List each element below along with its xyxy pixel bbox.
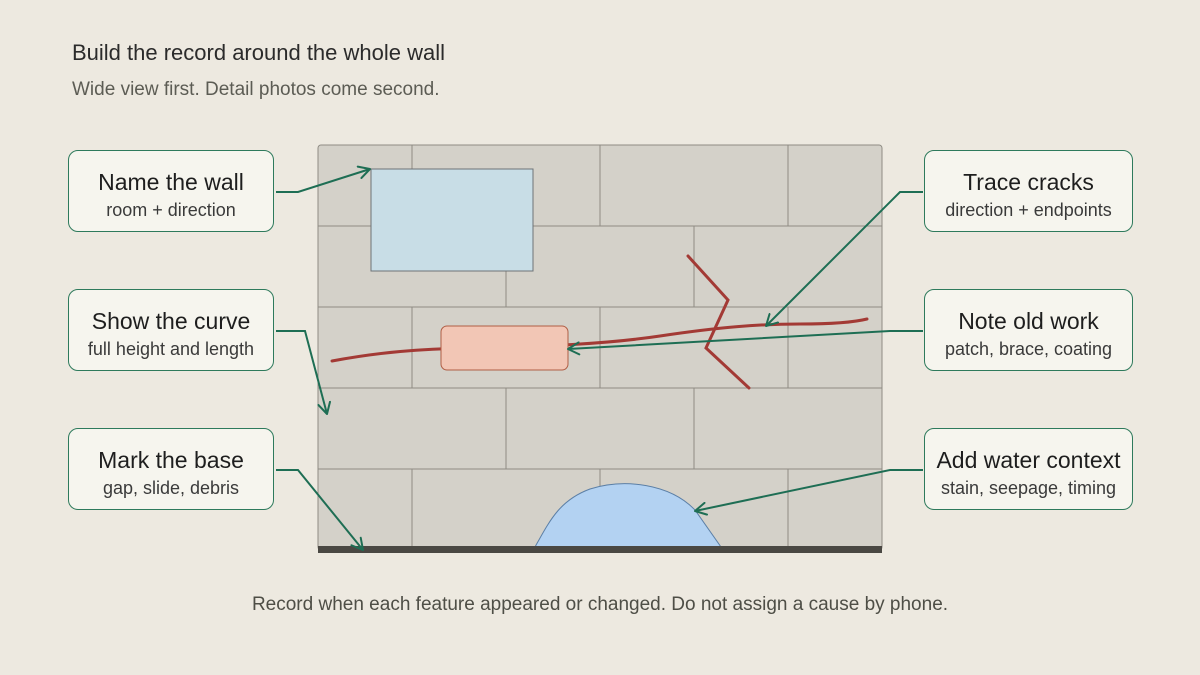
callout-subtitle: direction + endpoints — [945, 200, 1112, 220]
callout-subtitle: room + direction — [106, 200, 236, 220]
footer-note: Record when each feature appeared or cha… — [251, 594, 949, 615]
callout-title: Mark the base — [98, 447, 244, 473]
callout-mark-base: Mark the base gap, slide, debris — [68, 428, 274, 510]
page-title: Build the record around the whole wall — [72, 40, 446, 65]
arrow-show-curve — [276, 330, 331, 415]
callout-title: Trace cracks — [963, 169, 1094, 195]
callout-subtitle: gap, slide, debris — [102, 478, 240, 498]
callout-title: Show the curve — [91, 308, 251, 334]
callout-show-curve: Show the curve full height and length — [68, 289, 274, 371]
callout-trace-cracks: Trace cracks direction + endpoints — [924, 150, 1133, 232]
callout-name-wall: Name the wall room + direction — [68, 150, 274, 232]
wall-curve-line — [330, 317, 869, 363]
arrow-trace-cracks — [765, 191, 923, 327]
callout-subtitle: patch, brace, coating — [944, 339, 1113, 359]
arrow-mark-base — [276, 469, 364, 551]
wall-window — [370, 168, 534, 272]
callout-subtitle: full height and length — [87, 339, 255, 359]
callout-water-context: Add water context stain, seepage, timing — [924, 428, 1133, 510]
arrow-note-old-work — [567, 330, 923, 356]
water-stain — [534, 483, 722, 548]
callout-title: Name the wall — [98, 169, 244, 195]
arrow-name-wall — [276, 165, 371, 193]
callout-note-old-work: Note old work patch, brace, coating — [924, 289, 1133, 371]
callout-title: Add water context — [936, 447, 1121, 473]
callout-title: Note old work — [958, 308, 1099, 334]
wall-base-floor — [318, 546, 882, 553]
old-patch — [440, 325, 569, 371]
page-subtitle: Wide view first. Detail photos come seco… — [72, 79, 440, 100]
callout-subtitle: stain, seepage, timing — [940, 478, 1117, 498]
crack-line — [686, 254, 751, 390]
arrow-water-context — [694, 469, 923, 516]
